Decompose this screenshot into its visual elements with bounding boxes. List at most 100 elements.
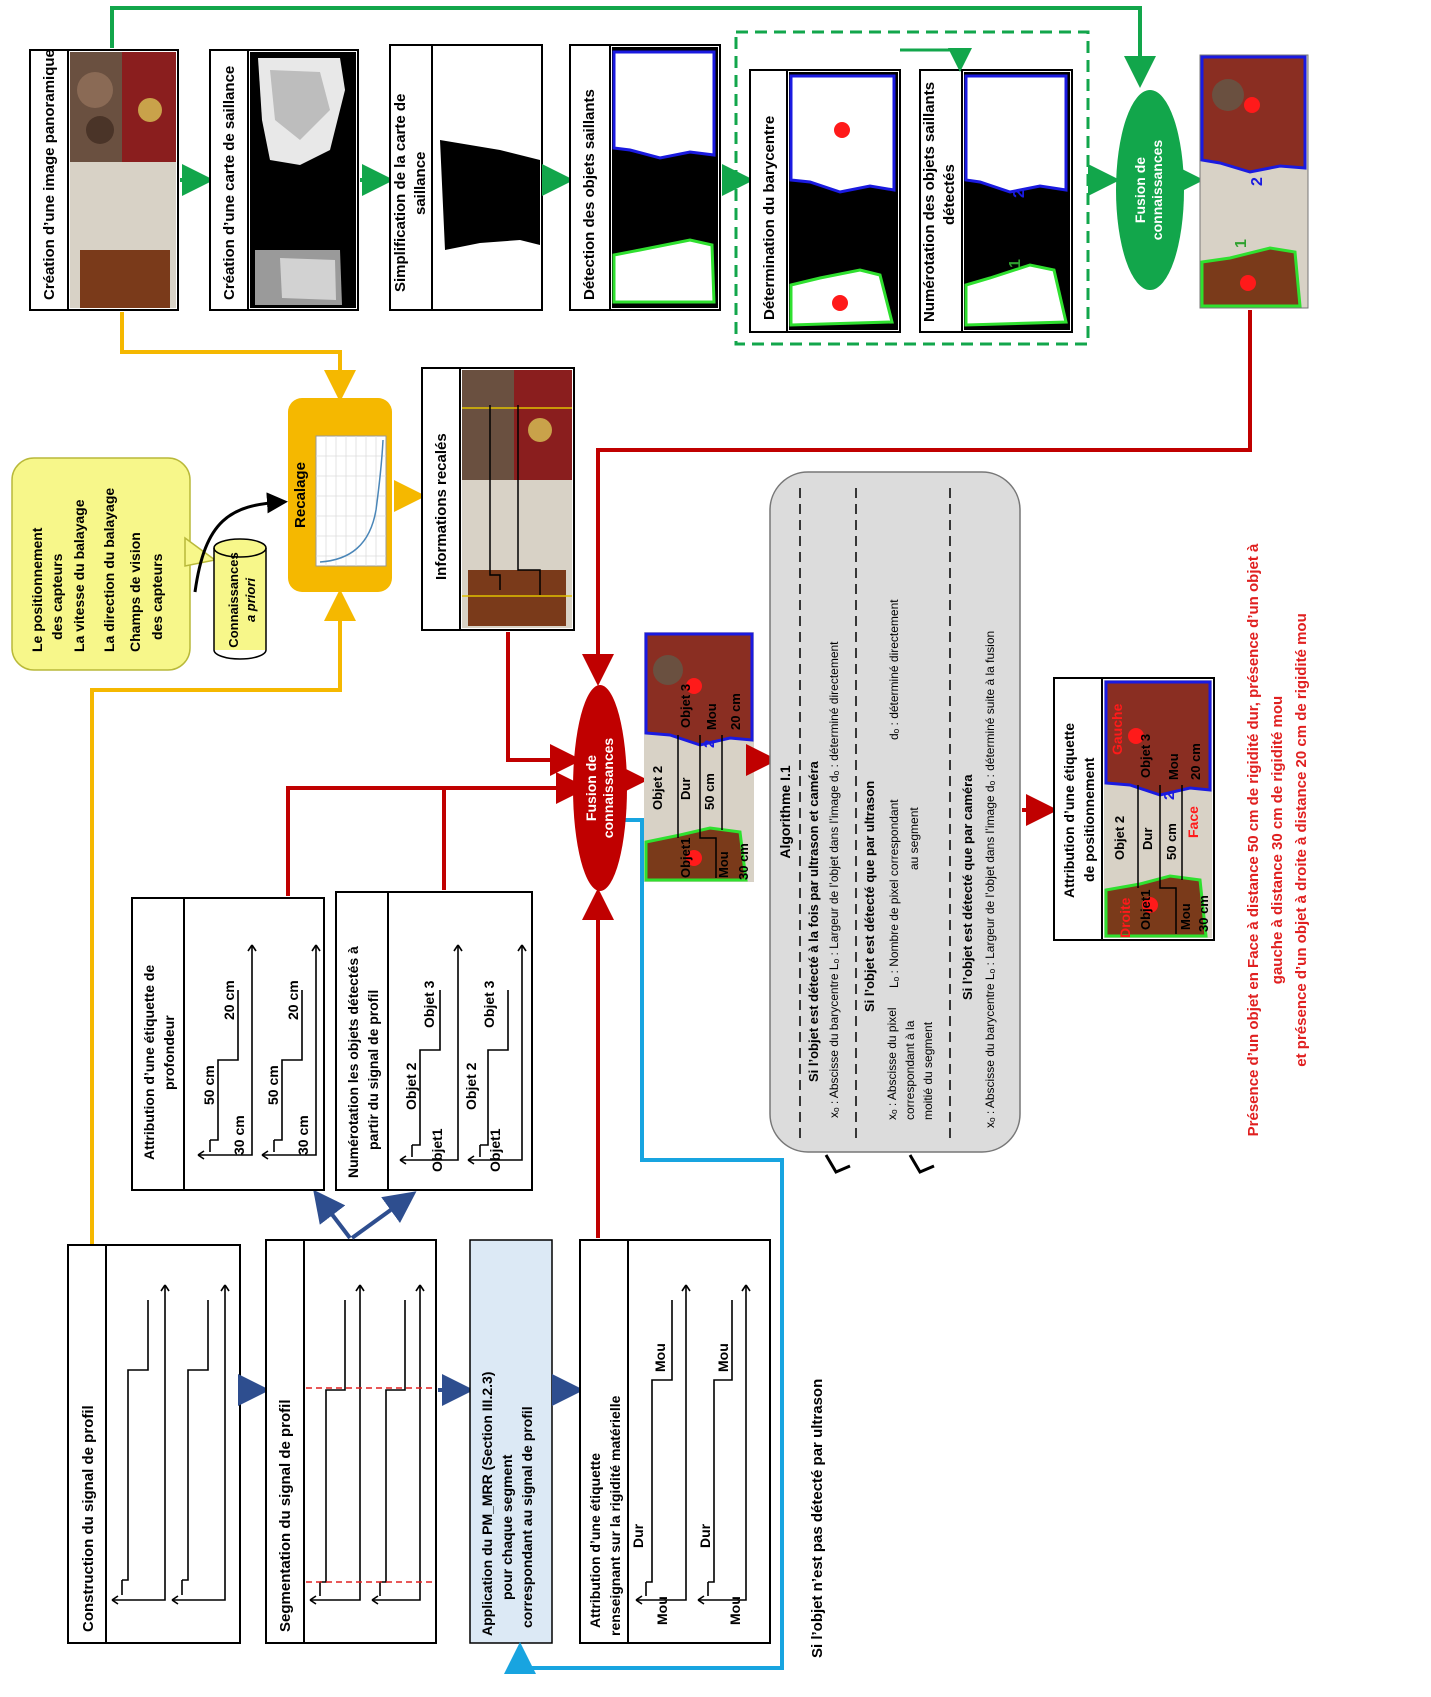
top-result-num-2: 2 — [1249, 177, 1266, 186]
pos-gauche: Gauche — [1109, 703, 1125, 755]
fusion-main-label-1: Fusion de — [583, 755, 599, 821]
detection-image — [612, 47, 718, 308]
barycenter-box: Détermination du barycentre — [749, 69, 901, 333]
arrow-recaled-to-fusion — [506, 632, 582, 776]
arrow-depth-numbering-to-fusion — [286, 788, 580, 896]
recalage-box: Recalage — [288, 398, 392, 592]
arrow-panorama-to-recalage — [120, 312, 356, 402]
prior-item-4: La direction du balayage — [101, 488, 117, 652]
saliency-map-image — [250, 52, 356, 308]
rigidity-plot — [635, 1284, 751, 1605]
profile-obj2-1: Objet 2 — [403, 1062, 419, 1110]
numbering-num-1: 1 — [1007, 259, 1024, 268]
algorithm-case2-c: dₒ : déterminé directement — [887, 599, 901, 740]
fused-obj3: Objet 3 — [678, 684, 693, 728]
prior-item-6: des capteurs — [149, 553, 165, 640]
prior-item-5: Champs de vision — [127, 532, 143, 652]
recaled-box: Informations recalés — [421, 367, 575, 631]
profile-numbering-box: Numérotation les objets détectés à parti… — [335, 891, 533, 1191]
fused-d30: 30 cm — [736, 843, 751, 880]
depth-d20-1: 20 cm — [221, 980, 237, 1020]
rigidity-label-1: Attribution d’une étiquette — [587, 1453, 603, 1628]
arrow-fusion-to-pmmrr — [504, 818, 784, 1674]
detection-label: Détection des objets saillants — [581, 89, 598, 300]
barycenter-dot-1 — [834, 122, 850, 138]
algorithm-case1-a: xₒ : Abscisse du barycentre Lₒ : Largeur… — [827, 641, 841, 1118]
profile-obj3-1: Objet 3 — [421, 980, 437, 1028]
positioning-image: Objet 2 Dur 50 cm 30 cm Objet1 Mou Objet… — [1104, 680, 1212, 938]
numbering-box: Numérotation des objets saillants détect… — [919, 69, 1073, 333]
rigidity-dur-2: Dur — [697, 1523, 713, 1548]
check-icon — [824, 1154, 851, 1174]
rigidity-dur-1: Dur — [630, 1523, 646, 1548]
segmentation-label: Segmentation du signal de profil — [277, 1399, 294, 1632]
algorithm-case3-a: xₒ : Abscisse du barycentre Lₒ : Largeur… — [983, 631, 997, 1128]
prior-item-2: des capteurs — [49, 553, 65, 640]
algorithm-case2-a3: moitié du segment — [921, 1021, 935, 1120]
barycenter-dot-2 — [832, 295, 848, 311]
recalage-label: Recalage — [292, 462, 309, 528]
numbering-image: 1 2 — [964, 72, 1070, 330]
algorithm-case2-b2: au segment — [907, 807, 921, 870]
fused-d20: 20 cm — [728, 693, 743, 730]
construction-box: Construction du signal de profil — [67, 1244, 241, 1644]
pos-face: Face — [1185, 806, 1201, 838]
construction-plot — [111, 1284, 230, 1605]
rigidity-label-2: renseignant sur la rigidité matérielle — [607, 1395, 623, 1636]
conclusion-line-2: gauche à distance 30 cm de rigidité mou — [1269, 696, 1286, 984]
rigidity-mou-2: Mou — [652, 1343, 668, 1372]
algorithm-case1: Si l’objet est détecté à la fois par ult… — [806, 760, 821, 1082]
rigidity-mou-3: Mou — [727, 1596, 743, 1625]
profile-obj2-2: Objet 2 — [463, 1062, 479, 1110]
fused-num2: 2 — [701, 740, 718, 748]
pm-mrr-label-2: pour chaque segment — [499, 1454, 515, 1600]
depth-label-1: Attribution d’une étiquette de — [141, 965, 157, 1160]
barycenter-image — [789, 72, 898, 330]
arrow-segmentation-to-depth — [313, 1189, 352, 1240]
arrow-dashed-to-numbering — [900, 48, 972, 72]
pos-obj3: Objet 3 — [1138, 734, 1153, 778]
positioning-label-1: Attribution d’une étiquette — [1061, 723, 1077, 898]
algorithm-case3: Si l’objet est détecté que par caméra — [960, 774, 975, 1000]
pm-mrr-label-3: correspondant au signal de profil — [519, 1406, 535, 1628]
prior-db-label-em: a priori — [243, 578, 258, 622]
numbering-label-1: Numérotation des objets saillants — [921, 82, 938, 322]
fusion-top-label-1: Fusion de — [1132, 157, 1148, 223]
arrow-profile-to-recalage — [90, 589, 356, 1245]
numbering-label-2: détectés — [941, 164, 958, 225]
simplification-image — [434, 47, 540, 308]
prior-item-3: La vitesse du balayage — [71, 499, 87, 652]
not-detected-label: Si l’objet n’est pas détecté par ultraso… — [809, 1379, 826, 1658]
fused-d50: 50 cm — [702, 773, 717, 810]
arrow-prior-to-recalage — [193, 492, 288, 593]
rigidity-mou-4: Mou — [715, 1343, 731, 1372]
recaled-image — [462, 370, 572, 628]
pos-obj2: Objet 2 — [1112, 816, 1127, 860]
barycenter-label: Détermination du barycentre — [761, 116, 778, 320]
algorithm-case2-a2: correspondant à la — [903, 1020, 917, 1120]
rigidity-mou-1: Mou — [654, 1596, 670, 1625]
simplification-box: Simplification de la carte de saillance — [389, 44, 543, 311]
conclusion-line-1: Présence d’un objet en Face à distance 5… — [1245, 543, 1262, 1136]
fused-dur: Dur — [678, 778, 693, 800]
algorithm-title: Algorithme I.1 — [777, 765, 793, 859]
fused-obj2: Objet 2 — [650, 766, 665, 810]
depth-d30-2: 30 cm — [295, 1115, 311, 1155]
prior-db-label: Connaissances — [226, 552, 241, 647]
pos-obj1: Objet1 — [1138, 890, 1153, 930]
depth-plot — [197, 944, 321, 1160]
conclusion-line-3: et présence d’un objet à droite à distan… — [1293, 613, 1310, 1066]
numbering-num-2: 2 — [1011, 189, 1028, 198]
profile-numbering-plot — [399, 944, 527, 1165]
rigidity-box: Attribution d’une étiquette renseignant … — [579, 1239, 771, 1644]
profile-numbering-label-1: Numérotation les objets détectés à — [345, 946, 361, 1178]
panorama-label: Création d’une image panoramique — [41, 49, 58, 300]
positioning-label-2: de positionnement — [1081, 757, 1097, 882]
depth-d20-2: 20 cm — [285, 980, 301, 1020]
saliency-map-box: Création d’une carte de saillance — [209, 49, 359, 311]
depth-d30-1: 30 cm — [231, 1115, 247, 1155]
prior-database-icon: Connaissances a priori — [213, 538, 267, 660]
simplification-label-1: Simplification de la carte de — [392, 94, 409, 292]
profile-obj1-2: Objet1 — [487, 1128, 503, 1172]
